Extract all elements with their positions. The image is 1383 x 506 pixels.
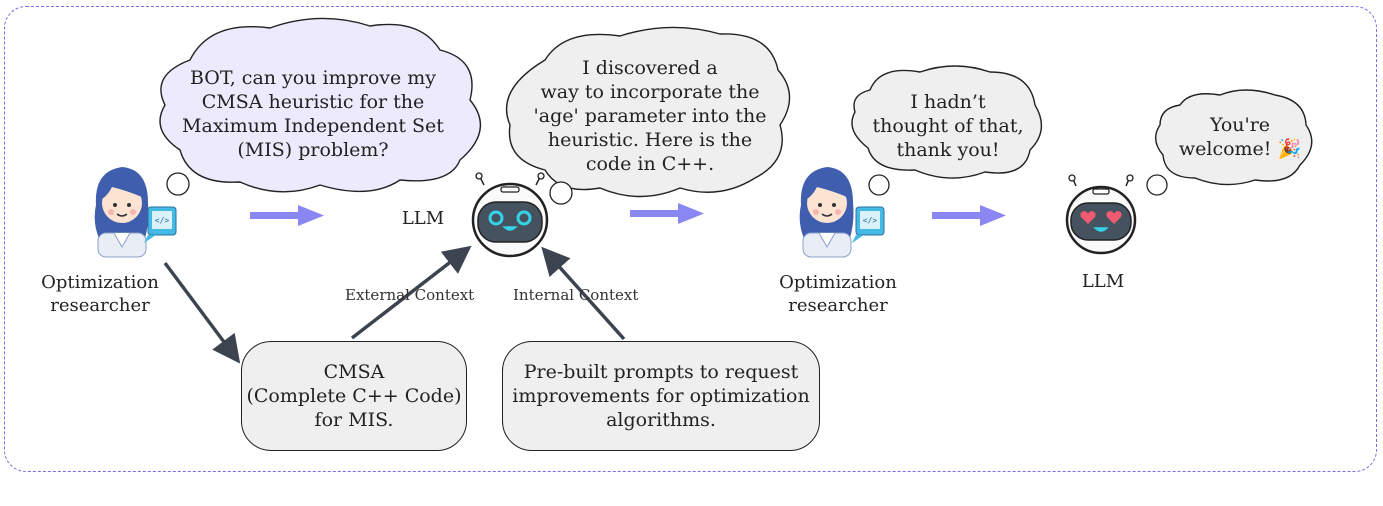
robot-heart-eyes-icon xyxy=(1065,174,1137,255)
robot-icon xyxy=(471,172,549,258)
svg-text:</>: </> xyxy=(155,216,170,225)
flow-arrow-1 xyxy=(250,205,324,226)
arrow-external-context xyxy=(350,245,472,340)
thought-bubble-llm-1 xyxy=(505,26,791,205)
researcher-icon xyxy=(94,167,149,258)
researcher-2-message: I hadn’t thought of that, thank you! xyxy=(872,91,1024,161)
llm-1-message: I discovered a way to incorporate the 'a… xyxy=(533,57,767,175)
flow-arrow-3 xyxy=(932,205,1006,226)
thought-bubble-researcher-2 xyxy=(851,65,1043,196)
code-screen-icon: </> xyxy=(852,206,885,243)
prebuilt-prompts-box: Pre-built prompts to request improvement… xyxy=(502,341,820,451)
code-screen-icon: </> xyxy=(144,206,177,243)
diagram-frame xyxy=(4,6,1377,472)
flow-arrow-2 xyxy=(630,203,704,224)
thought-bubble-researcher-1 xyxy=(159,17,482,196)
researcher-icon xyxy=(799,167,854,258)
arrow-internal-context xyxy=(541,246,626,341)
llm-1-label: LLM xyxy=(401,208,445,229)
arrow-researcher-to-cmsa xyxy=(163,261,241,364)
thought-bubble-llm-2 xyxy=(1146,89,1313,196)
internal-context-label: Internal Context xyxy=(513,286,639,304)
cmsa-code-box: CMSA (Complete C++ Code) for MIS. xyxy=(241,341,467,451)
researcher-2-label: Optimization researcher xyxy=(779,272,897,316)
llm-2-message: You're welcome! 🎉 xyxy=(1178,114,1302,160)
external-context-label: External Context xyxy=(345,286,475,304)
researcher-1-message: BOT, can you improve my CMSA heuristic f… xyxy=(182,67,444,161)
researcher-1-label: Optimization researcher xyxy=(41,272,159,316)
svg-text:</>: </> xyxy=(863,216,878,225)
llm-2-label: LLM xyxy=(1081,271,1125,292)
